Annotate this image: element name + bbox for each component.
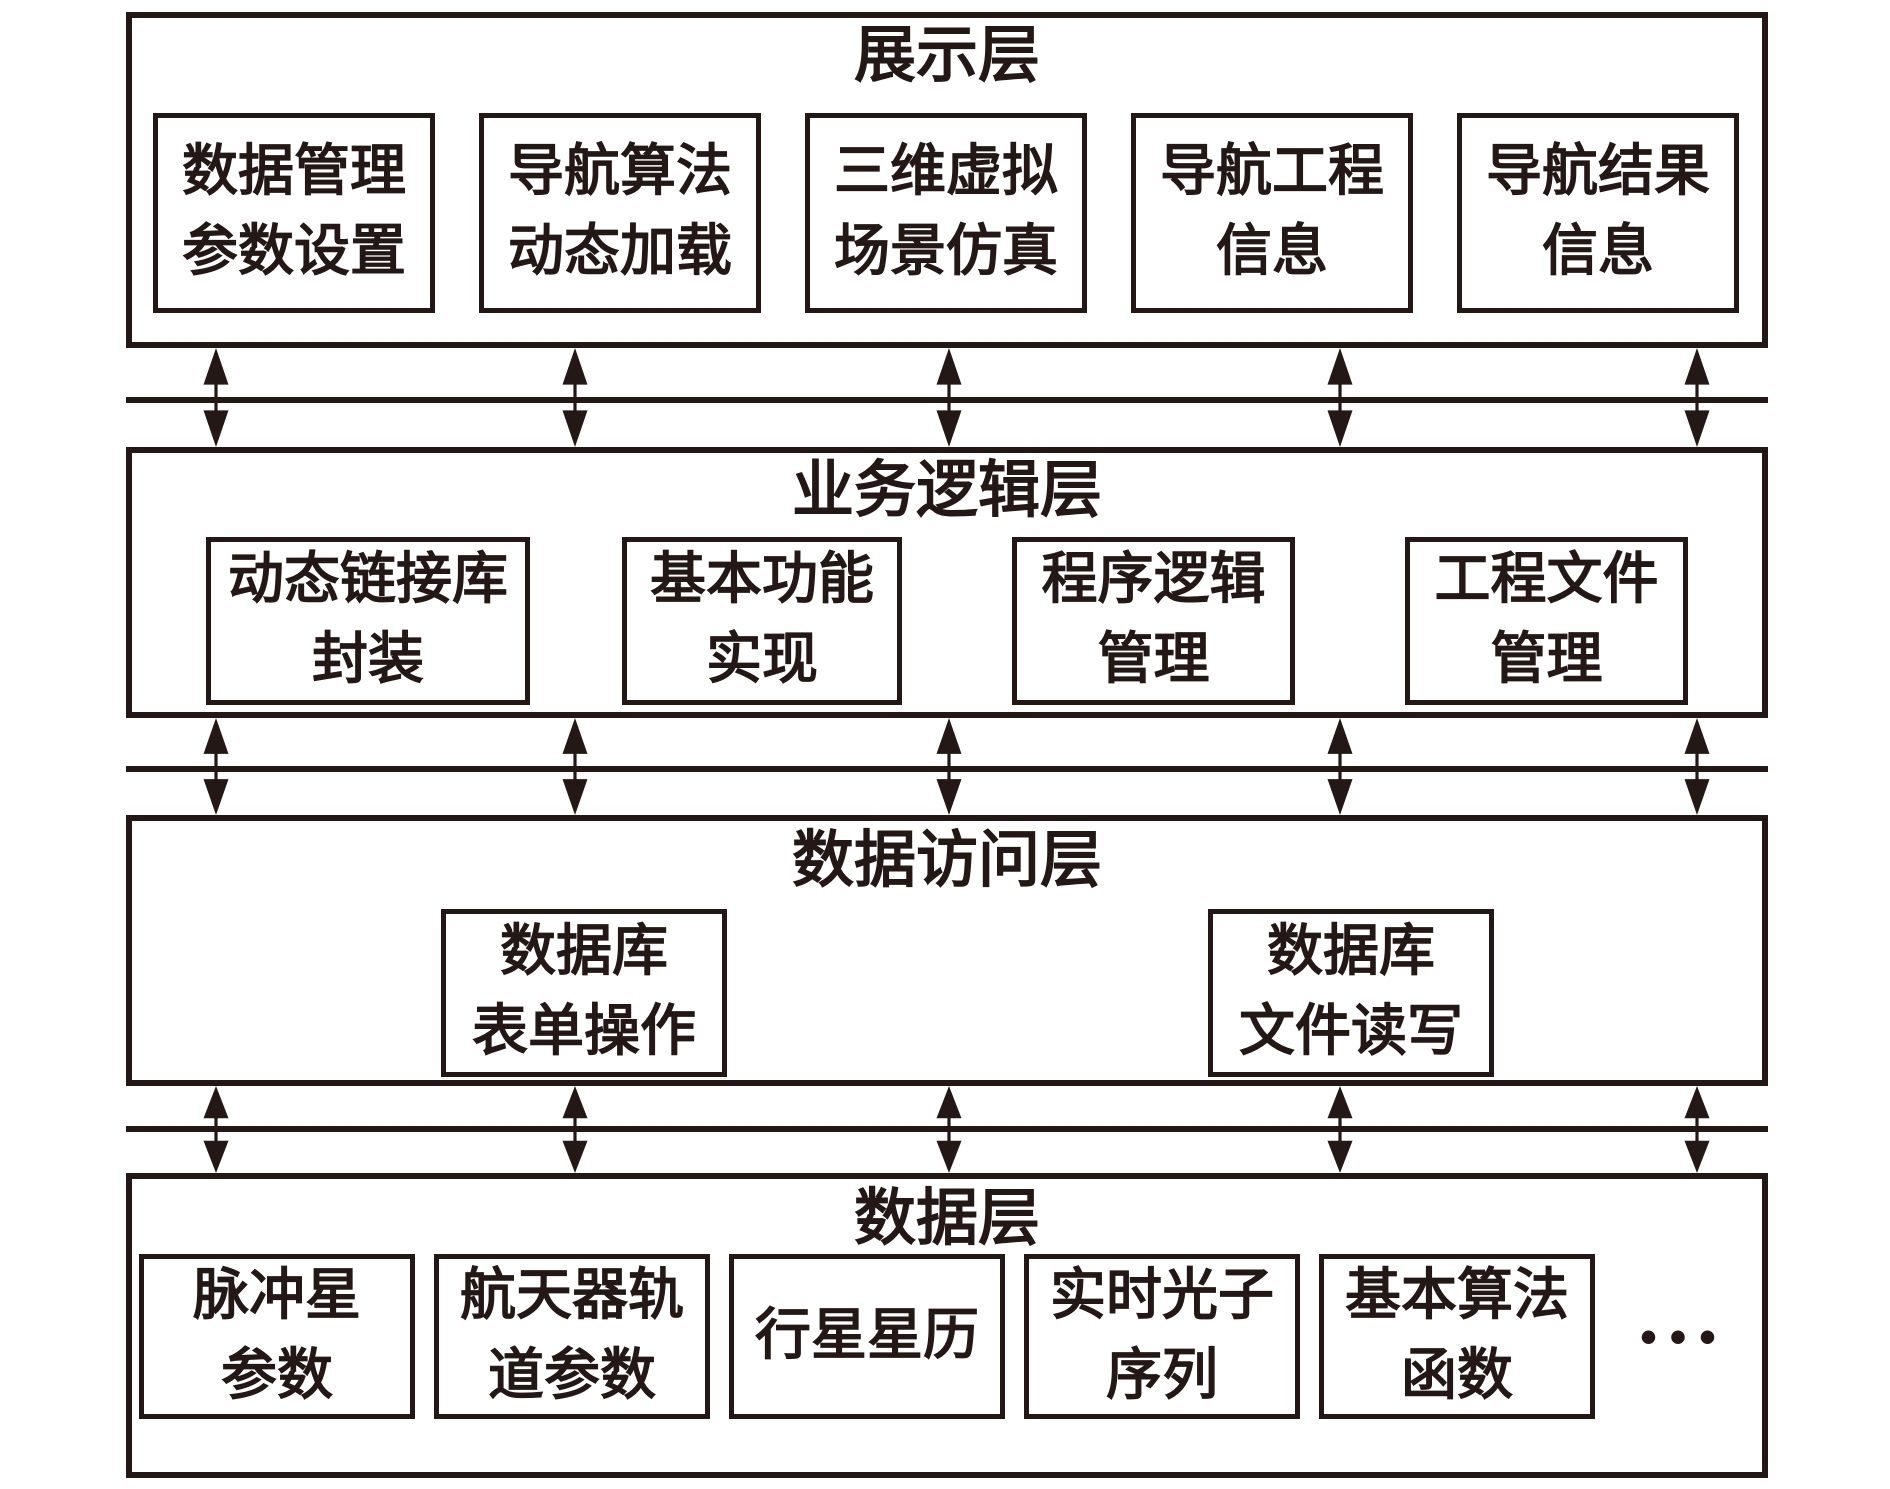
double-arrow-icon bbox=[1683, 348, 1711, 447]
box-database-form-operations: 数据库 表单操作 bbox=[441, 909, 727, 1077]
bus-line-3 bbox=[126, 1126, 1768, 1132]
box-nav-project-info: 导航工程 信息 bbox=[1131, 113, 1413, 313]
double-arrow-icon bbox=[561, 718, 589, 815]
double-arrow-icon bbox=[202, 348, 230, 447]
double-arrow-icon bbox=[1326, 1086, 1354, 1173]
layer-title-business-logic: 业务逻辑层 bbox=[791, 457, 1102, 525]
box-pulsar-parameters: 脉冲星 参数 bbox=[139, 1254, 415, 1419]
more-items-ellipsis: ••• bbox=[1639, 1308, 1729, 1365]
double-arrow-icon bbox=[1326, 718, 1354, 815]
box-project-file-management: 工程文件 管理 bbox=[1405, 537, 1688, 705]
layer-business-logic: 业务逻辑层 动态链接库 封装 基本功能 实现 程序逻辑 管理 工程文件 管理 bbox=[126, 447, 1768, 718]
double-arrow-icon bbox=[202, 718, 230, 815]
box-basic-algorithm-functions: 基本算法 函数 bbox=[1319, 1254, 1595, 1419]
layer-data: 数据层 脉冲星 参数 航天器轨 道参数 行星星历 实时光子 序列 基本算法 函数… bbox=[126, 1173, 1768, 1478]
double-arrow-icon bbox=[1683, 718, 1711, 815]
double-arrow-icon bbox=[202, 1086, 230, 1173]
bus-line-1 bbox=[126, 397, 1768, 403]
box-3d-virtual-scene-simulation: 三维虚拟 场景仿真 bbox=[805, 113, 1087, 313]
double-arrow-icon bbox=[1683, 1086, 1711, 1173]
double-arrow-icon bbox=[935, 1086, 963, 1173]
box-spacecraft-orbit-parameters: 航天器轨 道参数 bbox=[434, 1254, 710, 1419]
double-arrow-icon bbox=[1326, 348, 1354, 447]
box-data-management-param-settings: 数据管理 参数设置 bbox=[153, 113, 435, 313]
layer-data-access: 数据访问层 数据库 表单操作 数据库 文件读写 bbox=[126, 815, 1768, 1086]
layer-title-presentation: 展示层 bbox=[853, 22, 1040, 90]
double-arrow-icon bbox=[935, 348, 963, 447]
box-database-file-read-write: 数据库 文件读写 bbox=[1208, 909, 1494, 1077]
double-arrow-icon bbox=[561, 1086, 589, 1173]
box-program-logic-management: 程序逻辑 管理 bbox=[1012, 537, 1295, 705]
box-nav-algorithm-dynamic-loading: 导航算法 动态加载 bbox=[479, 113, 761, 313]
double-arrow-icon bbox=[561, 348, 589, 447]
box-dll-encapsulation: 动态链接库 封装 bbox=[206, 537, 530, 705]
bus-line-2 bbox=[126, 766, 1768, 772]
box-basic-function-implementation: 基本功能 实现 bbox=[622, 537, 902, 705]
layer-title-data-access: 数据访问层 bbox=[791, 827, 1102, 895]
box-realtime-photon-sequence: 实时光子 序列 bbox=[1024, 1254, 1300, 1419]
box-planetary-ephemeris: 行星星历 bbox=[729, 1254, 1005, 1419]
double-arrow-icon bbox=[935, 718, 963, 815]
layer-title-data: 数据层 bbox=[853, 1185, 1040, 1253]
layer-presentation: 展示层 数据管理 参数设置 导航算法 动态加载 三维虚拟 场景仿真 导航工程 信… bbox=[126, 12, 1768, 348]
box-nav-result-info: 导航结果 信息 bbox=[1457, 113, 1739, 313]
